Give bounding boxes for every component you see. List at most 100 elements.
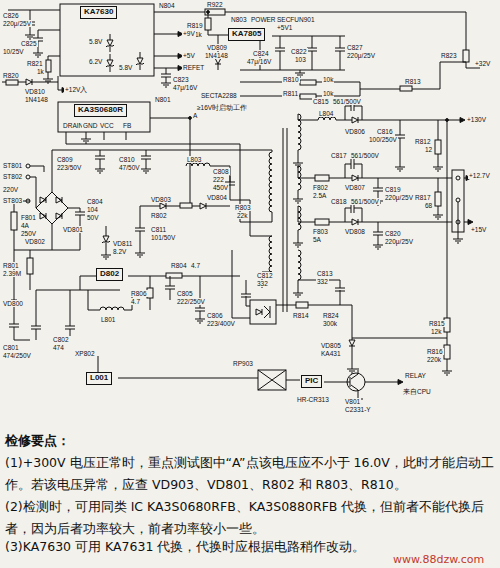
capacitor-symbol — [373, 232, 383, 235]
wire — [345, 106, 351, 120]
wire — [182, 276, 240, 277]
resistor-symbol — [463, 50, 469, 62]
arrow-head — [468, 220, 473, 225]
relay-coil — [258, 370, 286, 390]
component-label: VD803 — [150, 196, 172, 203]
component-label: C805 — [176, 290, 194, 297]
component-label: 1k — [36, 68, 45, 75]
component-label: C816 — [376, 128, 394, 135]
wire — [166, 77, 167, 80]
ground-symbol — [293, 160, 303, 167]
wire — [272, 212, 273, 222]
component-label: C801 — [2, 344, 20, 351]
capacitor-symbol — [351, 159, 354, 169]
component-label: F801 — [20, 214, 37, 221]
resistor-symbol — [205, 18, 211, 30]
component-label: V801 — [344, 398, 361, 405]
wire — [232, 250, 250, 318]
component-label: 47/50V — [118, 164, 141, 171]
wire — [218, 64, 219, 70]
ground-symbol — [293, 196, 303, 203]
wire — [336, 120, 352, 121]
wire — [438, 120, 439, 140]
component-label: F803 — [312, 228, 329, 235]
ic-box: PIC — [301, 375, 322, 388]
wire — [246, 280, 247, 294]
component-label: C2331-Y — [344, 406, 372, 413]
component-label: +12V入 — [64, 86, 88, 93]
wire — [2, 82, 6, 83]
wire — [438, 154, 439, 164]
component-label: 474 — [52, 344, 65, 351]
wire — [298, 280, 299, 290]
part-name: L001 — [90, 374, 108, 383]
wire — [378, 178, 379, 188]
wire — [365, 382, 398, 383]
component-label: 332 — [316, 278, 329, 285]
wire — [100, 150, 101, 156]
component-label: POWER — [250, 16, 277, 23]
component-label: L804 — [318, 110, 334, 117]
transformer-core — [283, 128, 287, 312]
component-label: L803 — [186, 156, 202, 163]
component-label: R817 — [414, 194, 432, 201]
component-label: R820 — [2, 72, 20, 79]
component-label: C812 — [256, 272, 274, 279]
transistor-symbol — [347, 368, 358, 396]
component-label: VD801 — [62, 226, 84, 233]
component-label: VD811 — [112, 240, 133, 247]
component-label: F802 — [312, 184, 329, 191]
wire — [32, 76, 58, 82]
wire — [98, 356, 258, 378]
component-label: 2.5A — [312, 192, 327, 199]
component-label: C804 — [86, 198, 104, 205]
component-label: +9V — [182, 30, 196, 37]
component-label: C809 — [56, 156, 74, 163]
wire — [354, 208, 362, 222]
ic-box: KA3S0680R — [74, 104, 127, 117]
component-label: ≥16V时启动工作 — [196, 104, 248, 111]
component-label: R804 — [170, 262, 188, 269]
ground-symbol — [95, 166, 105, 173]
component-label: C819 — [384, 186, 402, 193]
component-label: ST801 — [2, 162, 23, 169]
wire — [48, 72, 49, 76]
component-label: 1N4148 — [204, 52, 229, 59]
component-label: C820 — [384, 230, 402, 237]
component-label: REFET — [182, 64, 205, 71]
bridge-rectifier — [36, 192, 68, 224]
component-label: 103 — [294, 56, 307, 63]
component-label: 10/25V — [2, 48, 25, 55]
part-name: PIC — [305, 377, 318, 386]
component-label: 100/250V — [368, 136, 398, 143]
component-label: 50V — [86, 214, 100, 221]
wire — [340, 36, 341, 48]
wire — [140, 52, 141, 70]
terminal — [456, 176, 460, 180]
terminal — [456, 198, 460, 202]
wire — [70, 290, 71, 326]
component-label: R824 — [322, 312, 340, 319]
component-label: 1N4148 — [24, 96, 49, 103]
ic-box: KA7630 — [80, 6, 117, 19]
component-label: N801 — [154, 96, 172, 103]
arrow-head — [460, 118, 465, 123]
component-label: 10k — [322, 90, 334, 97]
component-label: 561/500V — [332, 98, 362, 105]
wire — [258, 370, 286, 390]
component-label: C815 — [312, 98, 330, 105]
part-name: D802 — [100, 270, 119, 279]
wire — [126, 132, 127, 140]
wire — [140, 206, 141, 228]
wire — [38, 30, 60, 38]
wire — [280, 51, 281, 70]
wire — [36, 290, 37, 326]
component-label: 4.7 — [190, 262, 201, 269]
wire — [312, 36, 313, 48]
diode-symbol — [352, 219, 358, 225]
zener-symbol — [102, 236, 110, 243]
resistor-symbol — [46, 60, 51, 72]
note-text: (2)检测时，可用同类 IC KA3S0680RFB、KA3S0880RFB 代… — [4, 496, 498, 540]
part-name: KA3S0680R — [78, 106, 123, 115]
wire — [150, 298, 151, 310]
